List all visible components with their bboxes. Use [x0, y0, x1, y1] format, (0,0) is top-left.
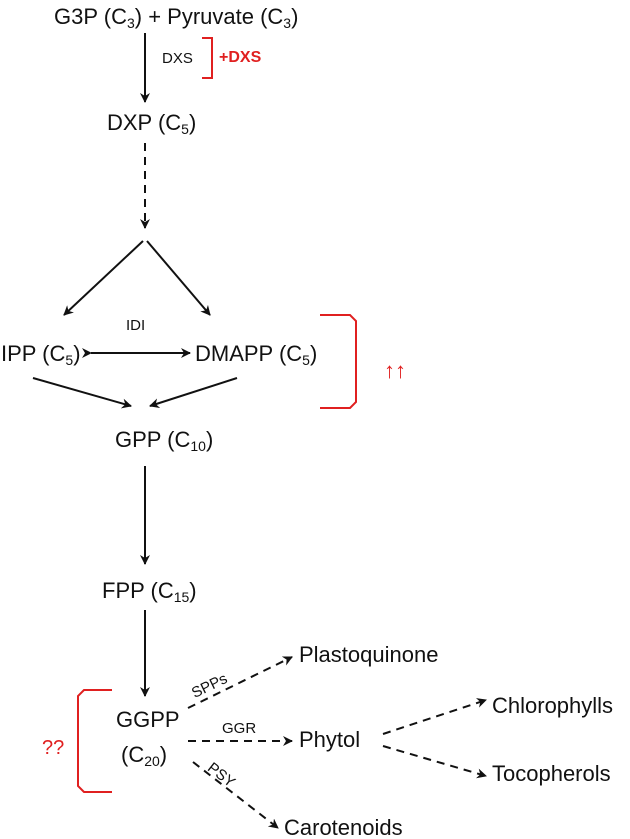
node-dxp: DXP (C5) — [107, 110, 197, 137]
node-dmapp-text: DMAPP (C — [195, 341, 303, 366]
node-g3p-text: G3P (C — [54, 4, 127, 29]
enzyme-ggr: GGR — [222, 720, 257, 737]
node-dmapp-close: ) — [309, 341, 318, 366]
node-chlorophylls: Chlorophylls — [492, 693, 614, 718]
bracket-ipp-dmapp — [320, 314, 357, 409]
node-fpp: FPP (C15) — [102, 578, 197, 605]
arrow-ggpp-carotenoids — [192, 761, 279, 829]
bracket-dxs — [202, 37, 213, 79]
node-ggpp2-close: ) — [159, 742, 168, 767]
node-gpp-sub: 10 — [190, 438, 206, 454]
node-carotenoids: Carotenoids — [284, 815, 403, 839]
node-g3p-sub: 3 — [126, 15, 135, 31]
annotation-question: ?? — [42, 737, 65, 759]
node-ggpp2-sub: 20 — [144, 753, 160, 769]
node-dmapp-sub: 5 — [302, 352, 310, 368]
node-gpp-close: ) — [205, 427, 214, 452]
node-gpp: GPP (C10) — [115, 427, 214, 454]
node-ipp-text: IPP (C — [1, 341, 66, 366]
enzyme-dxs: DXS — [162, 50, 193, 67]
node-ggpp-carbons: (C20) — [121, 742, 168, 769]
node-fpp-close: ) — [189, 578, 197, 603]
node-pyruvate-close: ) — [291, 4, 299, 29]
node-phytol: Phytol — [299, 727, 361, 752]
annotation-up-arrows: ↑↑ — [384, 358, 406, 383]
arrow-branch-ipp — [63, 240, 144, 316]
arrow-ipp-gpp — [32, 377, 132, 409]
bracket-ggpp — [77, 689, 112, 793]
node-ggpp: GGPP — [116, 707, 180, 732]
node-dxp-close: ) — [188, 110, 197, 135]
node-gpp-text: GPP (C — [115, 427, 191, 452]
node-ggpp2-text: (C — [121, 742, 145, 767]
node-dxp-sub: 5 — [181, 121, 189, 137]
node-g3p-close: ) — [134, 4, 143, 29]
node-pyruvate-sub: 3 — [283, 15, 292, 31]
node-ipp-close: ) — [73, 341, 81, 366]
arrow-branch-dmapp — [146, 240, 211, 316]
annotation-plus-dxs: +DXS — [219, 49, 262, 66]
arrow-phytol-chlorophylls — [382, 698, 487, 735]
enzyme-idi: IDI — [126, 317, 146, 334]
node-fpp-sub: 15 — [173, 589, 190, 605]
node-ipp: IPP (C5) — [1, 341, 81, 368]
node-pyruvate-text: + Pyruvate (C — [142, 4, 284, 29]
arrow-dmapp-gpp — [149, 377, 238, 409]
node-g3p-pyruvate: G3P (C3) + Pyruvate (C3) — [54, 4, 299, 31]
node-dmapp: DMAPP (C5) — [195, 341, 318, 368]
arrow-phytol-tocopherols — [382, 745, 487, 779]
node-dxp-text: DXP (C — [107, 110, 182, 135]
node-tocopherols: Tocopherols — [492, 761, 611, 786]
node-plastoquinone: Plastoquinone — [299, 642, 439, 667]
node-fpp-text: FPP (C — [102, 578, 174, 603]
node-ipp-sub: 5 — [65, 352, 74, 368]
arrow-ggpp-plastoquinone — [187, 656, 293, 709]
